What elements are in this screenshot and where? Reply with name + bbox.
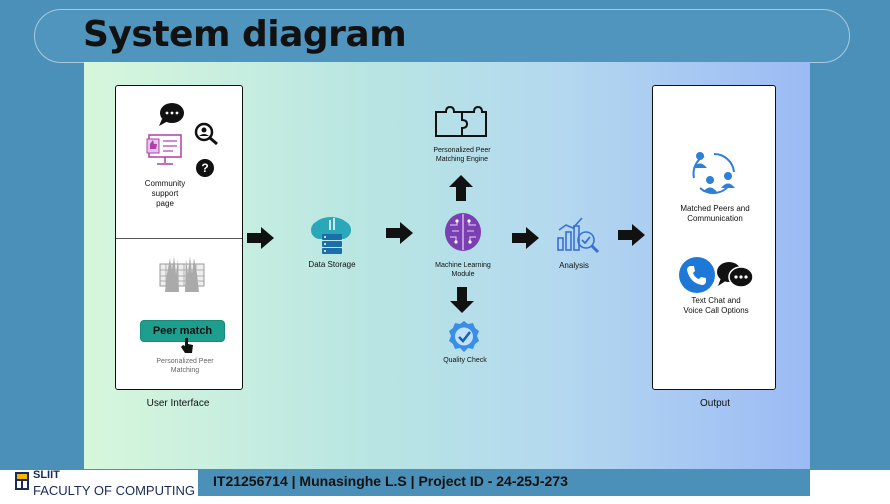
arrow-right-3: [512, 227, 539, 249]
page-title: System diagram: [83, 14, 407, 55]
community-support-label: Community support page: [144, 179, 186, 208]
arrow-down: [450, 287, 474, 313]
personalized-peer-matching-caption: Personalized Peer Matching: [156, 358, 214, 374]
ui-divider: [116, 238, 242, 239]
quality-badge-icon: [449, 321, 479, 352]
arrow-right-2: [386, 222, 413, 244]
brain-circuit-icon: [445, 213, 481, 251]
hand-cursor-icon: [181, 338, 193, 353]
people-network-icon: [692, 152, 735, 195]
data-storage-label: Data Storage: [308, 260, 356, 269]
quality-check-label: Quality Check: [443, 357, 487, 364]
arrow-right-4: [618, 224, 645, 246]
search-people-icon: [194, 122, 218, 146]
computer-thumbs-up-icon: [146, 134, 182, 165]
footer-project-text: IT21256714 | Munasinghe L.S | Project ID…: [213, 473, 568, 489]
question-icon: ?: [196, 159, 214, 177]
puzzle-icon: [435, 106, 487, 137]
logo-bottom-text: FACULTY OF COMPUTING: [33, 483, 196, 498]
arrow-right-1: [247, 227, 274, 249]
analysis-chart-icon: [557, 217, 600, 254]
logo-top-text: SLIIT: [33, 469, 60, 481]
phone-call-icon: [679, 257, 715, 293]
keyboard-typing-icon: [159, 256, 205, 292]
matched-peers-label: Matched Peers and Communication: [680, 204, 750, 223]
footer-band: [198, 470, 810, 496]
output-label: Output: [699, 398, 731, 409]
machine-learning-label: Machine Learning Module: [435, 262, 491, 278]
text-chat-voice-label: Text Chat and Voice Call Options: [683, 296, 749, 315]
cloud-database-icon: [311, 217, 351, 254]
arrow-up: [449, 175, 473, 201]
chat-bubbles-icon: [717, 262, 754, 288]
peer-match-button[interactable]: Peer match: [140, 320, 225, 342]
user-interface-label: User Interface: [146, 398, 210, 409]
svg-text:?: ?: [201, 161, 208, 175]
matching-engine-label: Personalized Peer Matching Engine: [433, 147, 491, 163]
chat-bubble-icon: [159, 103, 184, 126]
title-pill: [34, 9, 850, 63]
output-box: [652, 85, 776, 390]
analysis-label: Analysis: [559, 261, 589, 270]
sliit-logo-icon: [15, 472, 29, 490]
